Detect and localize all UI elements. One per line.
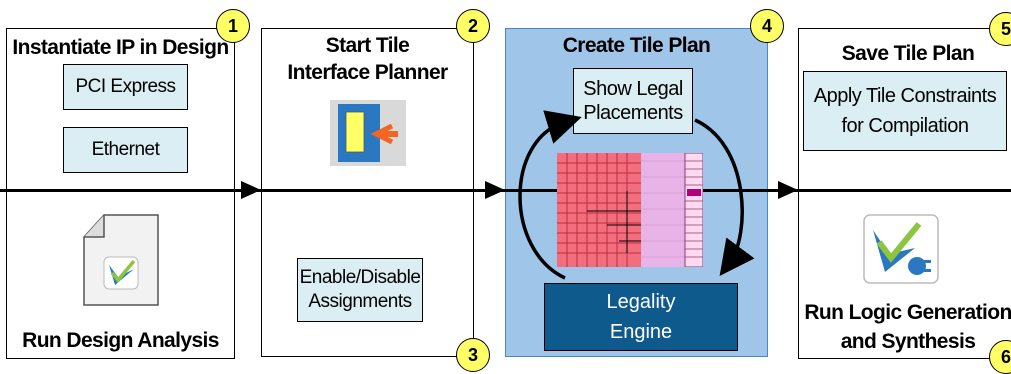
flow-line (0, 189, 1011, 192)
checkmark-plug-icon (863, 214, 939, 284)
pci-express-box: PCI Express (63, 64, 188, 110)
tile-interface-planner-icon (330, 100, 406, 166)
arrow-to-step-5 (778, 181, 798, 199)
step-6-bottom-line-2: and Synthesis (840, 330, 976, 353)
step-2-badge: 2 (456, 9, 490, 43)
arrow-to-step-2 (241, 181, 261, 199)
floorplan-icon (557, 153, 703, 267)
apply-constraints-box: Apply Tile Constraints for Compilation (803, 71, 1007, 151)
apply-constraints-line-1: Apply Tile Constraints (813, 85, 997, 107)
step-1-panel: Instantiate IP in Design PCI Express Eth… (6, 28, 235, 359)
loop-arrows (518, 110, 755, 280)
arrow-to-step-4 (485, 181, 505, 199)
show-legal-line-2: Placements (583, 102, 683, 124)
step-4-badge: 4 (750, 9, 784, 43)
step-4-title: Create Tile Plan (562, 34, 711, 57)
enable-disable-line-2: Assignments (308, 291, 412, 312)
step-3-badge: 3 (456, 338, 490, 372)
legality-engine-box: Legality Engine (544, 283, 738, 351)
enable-disable-box: Enable/Disable Assignments (297, 258, 423, 322)
step-1-bottom-title: Run Design Analysis (22, 329, 219, 352)
step-5-title: Save Tile Plan (841, 42, 975, 65)
ethernet-box: Ethernet (63, 127, 188, 173)
step-1-title: Instantiate IP in Design (12, 36, 229, 59)
legality-engine-line-2: Engine (609, 321, 673, 343)
document-checkmark-icon (83, 214, 159, 306)
show-legal-placements-box: Show Legal Placements (573, 68, 693, 134)
step-6-bottom-line-1: Run Logic Generation (804, 301, 1011, 324)
legality-engine-line-1: Legality (606, 291, 676, 313)
step-1-badge: 1 (216, 9, 250, 43)
step-2-title-line-1: Start Tile (325, 34, 410, 57)
enable-disable-line-1: Enable/Disable (299, 267, 421, 288)
apply-constraints-line-2: for Compilation (841, 115, 969, 137)
step-6-badge: 6 (989, 340, 1011, 374)
step-2-title-line-2: Interface Planner (287, 61, 448, 84)
step-5-panel: Save Tile Plan Apply Tile Constraints fo… (798, 28, 1011, 359)
step-2-panel: Start Tile Interface Planner Enable/Disa… (261, 28, 474, 357)
show-legal-line-1: Show Legal (583, 78, 683, 100)
